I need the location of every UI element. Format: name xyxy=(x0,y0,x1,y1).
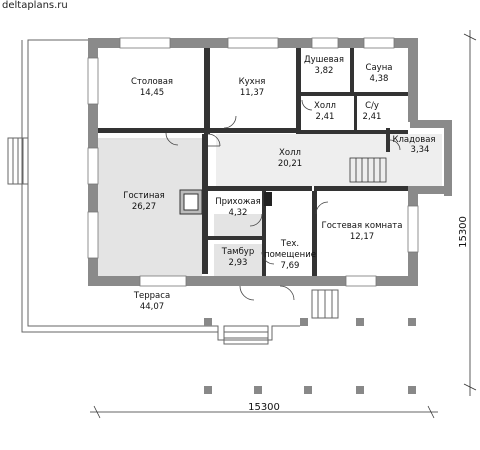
terrace-outline xyxy=(27,39,300,341)
room-name-hall-small: Холл xyxy=(314,101,336,111)
room-name-tech-line1: Тех. xyxy=(280,239,299,249)
room-name-shower: Душевая xyxy=(304,55,344,65)
room-area-hall: 20,21 xyxy=(278,159,302,169)
interior-walls xyxy=(98,48,408,276)
room-area-tech: 7,69 xyxy=(281,261,300,271)
dimension-horizontal xyxy=(90,405,438,419)
fireplace-icon xyxy=(179,189,272,215)
room-name-hall: Холл xyxy=(279,148,301,158)
room-area-sauna: 4,38 xyxy=(370,74,389,84)
room-area-shower: 3,82 xyxy=(315,66,334,76)
room-name-tech-line2: помещение xyxy=(264,250,316,260)
room-name-sauna: Сауна xyxy=(366,63,393,73)
room-name-terrace: Терраса xyxy=(133,291,170,301)
site-watermark: deltaplans.ru xyxy=(2,0,68,11)
room-name-kitchen: Кухня xyxy=(239,77,266,87)
windows xyxy=(87,37,419,287)
dimension-height-label: 15300 xyxy=(458,216,469,248)
dimension-vertical xyxy=(463,30,477,396)
staircase xyxy=(349,157,387,183)
terrace-outline-outer xyxy=(21,40,218,333)
room-area-dining: 14,45 xyxy=(140,88,164,98)
columns xyxy=(204,318,416,394)
room-area-hall-small: 2,41 xyxy=(316,112,335,122)
doors xyxy=(165,99,401,301)
room-name-dining: Столовая xyxy=(131,77,173,87)
room-fills xyxy=(96,134,442,276)
room-name-living: Гостиная xyxy=(123,191,164,201)
room-name-storage: Кладовая xyxy=(392,135,435,145)
room-area-living: 26,27 xyxy=(132,202,156,212)
room-area-guest: 12,17 xyxy=(350,232,374,242)
room-name-vestibule: Тамбур xyxy=(221,247,254,257)
room-labels: Столовая 14,45 Кухня 11,37 Душевая 3,82 … xyxy=(123,55,435,312)
room-area-kitchen: 11,37 xyxy=(240,88,264,98)
room-name-guest: Гостевая комната xyxy=(322,221,403,231)
room-area-entry: 4,32 xyxy=(229,208,248,218)
room-area-terrace: 44,07 xyxy=(140,302,164,312)
room-area-storage: 3,34 xyxy=(411,145,430,155)
dimension-width-label: 15300 xyxy=(248,402,280,413)
room-area-vestibule: 2,93 xyxy=(229,258,248,268)
room-name-entry: Прихожая xyxy=(215,197,261,207)
side-steps xyxy=(7,137,29,185)
front-steps xyxy=(223,289,339,345)
room-area-wc: 2,41 xyxy=(363,112,382,122)
room-name-wc: С/у xyxy=(365,101,379,111)
